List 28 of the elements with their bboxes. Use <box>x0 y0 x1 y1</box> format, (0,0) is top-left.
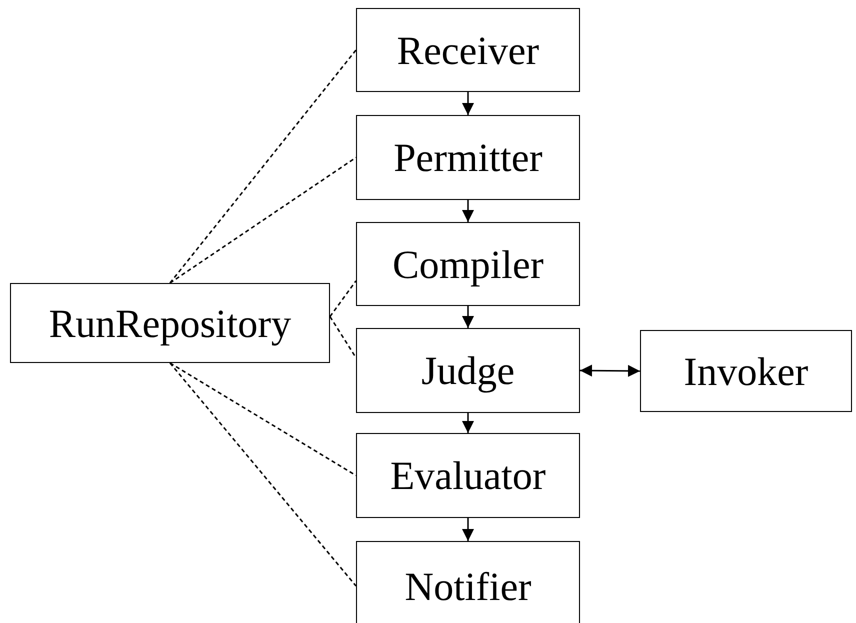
arrow <box>462 92 474 115</box>
dashed-line <box>329 316 357 358</box>
component-box <box>356 115 580 200</box>
component-name: Invoker <box>684 348 808 394</box>
component-name: Evaluator <box>390 452 546 499</box>
arrow <box>462 518 474 541</box>
component-name: Permitter <box>394 134 542 181</box>
component-name: RunRepository <box>48 300 292 346</box>
component-box <box>356 222 580 306</box>
component-box <box>640 330 852 412</box>
dashed-line <box>169 362 357 586</box>
arrow <box>462 306 474 328</box>
component-box <box>10 283 330 363</box>
dashed-line <box>169 50 357 284</box>
dashed-line <box>170 362 356 476</box>
component-box <box>356 328 580 413</box>
arrow <box>462 200 474 222</box>
component-box <box>356 541 580 623</box>
component-name: Judge <box>421 347 515 394</box>
component-name: Compiler <box>392 240 544 288</box>
component-name: Receiver <box>396 26 540 74</box>
component-box <box>356 8 580 92</box>
component-name: Notifier <box>404 562 532 610</box>
dashed-line <box>329 280 357 318</box>
arrow <box>580 364 640 377</box>
arrow <box>462 413 474 433</box>
dashed-line <box>170 156 356 284</box>
component-box <box>356 433 580 518</box>
